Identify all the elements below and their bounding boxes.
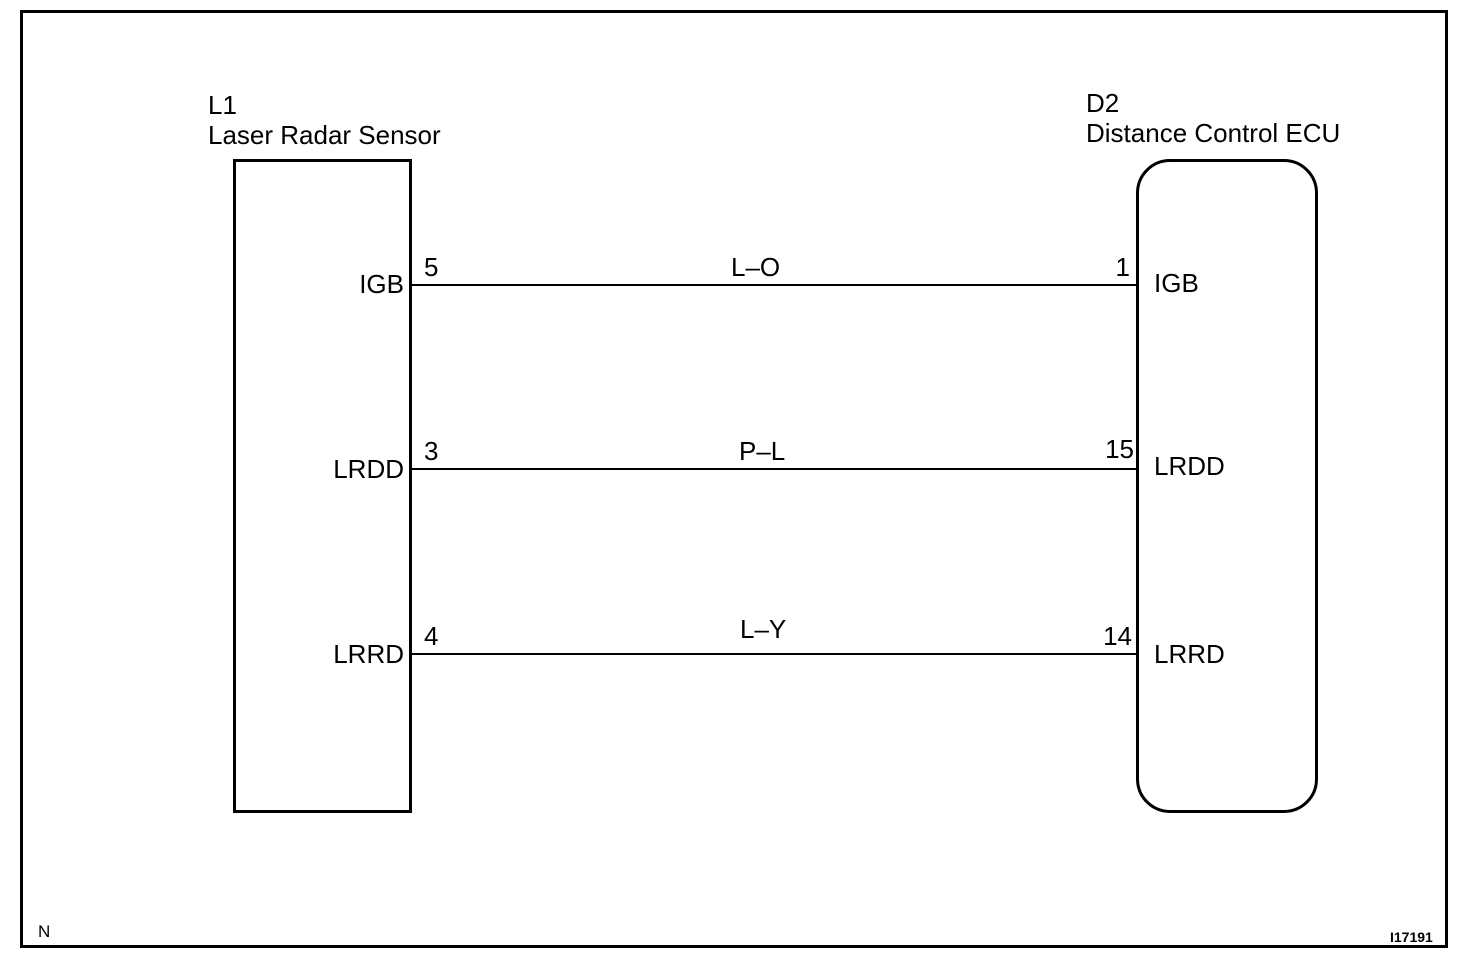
left-pin-number: 5 <box>424 252 439 282</box>
left-pin-name: LRRD <box>333 639 404 669</box>
wire-color-code: P–L <box>739 436 786 466</box>
figure-id: I17191 <box>1390 929 1433 945</box>
right-pin-number: 1 <box>1115 252 1130 282</box>
left-pin-name: LRDD <box>333 454 404 484</box>
laser-radar-sensor-box <box>233 159 412 813</box>
right-pin-number: 14 <box>1103 621 1132 651</box>
left-pin-number: 4 <box>424 621 439 651</box>
right-pin-number: 15 <box>1105 434 1134 464</box>
right-component-id: D2 <box>1086 88 1120 118</box>
right-pin-name: IGB <box>1154 268 1199 298</box>
corner-mark: N <box>38 922 51 941</box>
distance-control-ecu-box <box>1136 159 1318 813</box>
wire-igb <box>412 284 1138 286</box>
left-pin-number: 3 <box>424 436 439 466</box>
wire-color-code: L–O <box>731 252 781 282</box>
right-pin-name: LRRD <box>1154 639 1225 669</box>
right-component-name: Distance Control ECU <box>1086 118 1341 148</box>
wire-lrrd <box>412 653 1138 655</box>
left-component-id: L1 <box>208 90 237 120</box>
left-component-name: Laser Radar Sensor <box>208 120 441 150</box>
wire-color-code: L–Y <box>740 614 787 644</box>
right-pin-name: LRDD <box>1154 451 1225 481</box>
diagram-frame <box>20 10 1448 948</box>
wire-lrdd <box>412 468 1138 470</box>
left-pin-name: IGB <box>359 269 404 299</box>
